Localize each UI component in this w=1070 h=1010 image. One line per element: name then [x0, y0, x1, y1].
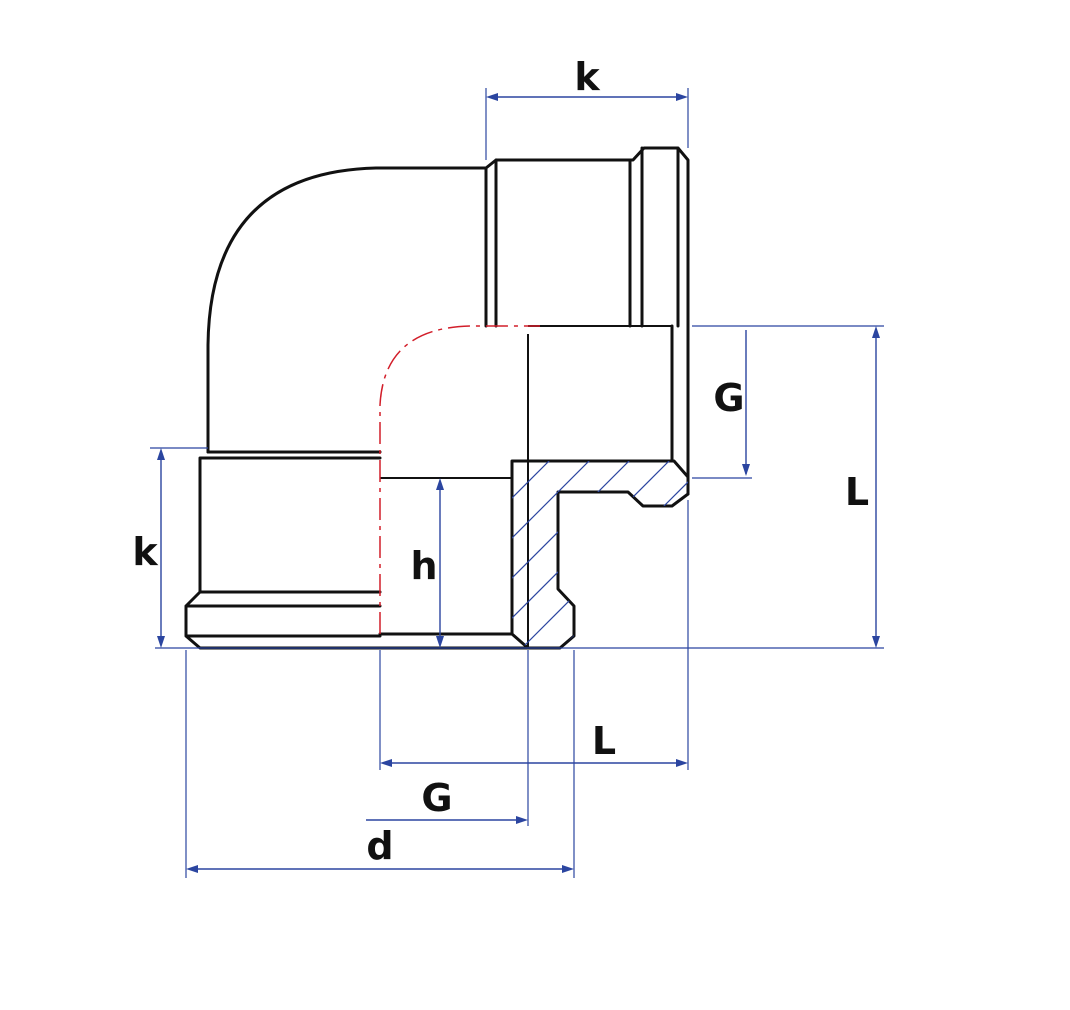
g-right-label: G	[713, 376, 744, 420]
g-bottom-label: G	[421, 776, 452, 820]
section-profile	[510, 459, 690, 650]
outer-bend-arc	[206, 166, 488, 454]
top-socket	[484, 146, 690, 328]
right-wall	[670, 324, 690, 496]
left-socket	[184, 450, 530, 650]
k-top-label: k	[574, 55, 600, 99]
section-hatching	[512, 461, 688, 648]
l-bottom-label: L	[592, 719, 616, 763]
l-right-label: L	[845, 470, 869, 514]
dimension-lines	[157, 93, 880, 873]
d-label: d	[366, 824, 393, 868]
extension-lines	[150, 88, 884, 878]
centre-axis	[379, 325, 540, 634]
h-label: h	[410, 544, 437, 588]
k-left-label: k	[132, 530, 158, 574]
